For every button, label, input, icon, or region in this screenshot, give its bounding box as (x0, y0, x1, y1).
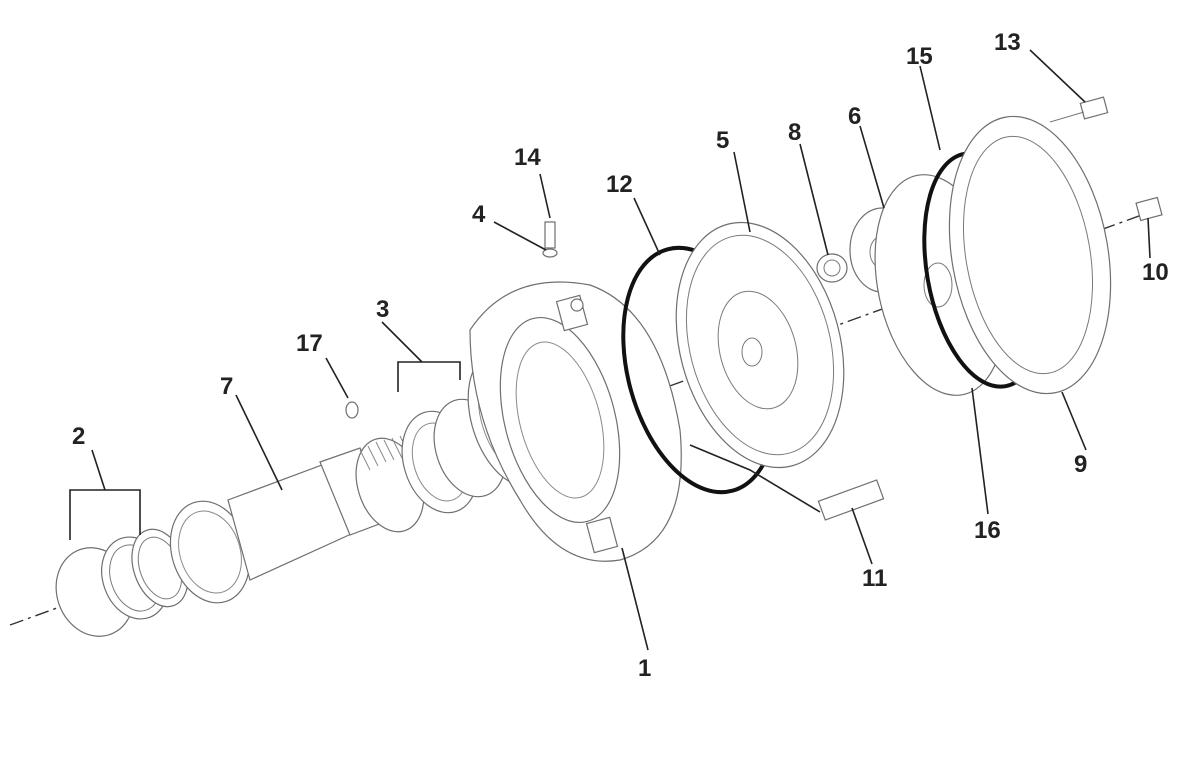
callout-9: 9 (1074, 451, 1087, 478)
callout-labels: 1 2 3 4 5 6 7 8 9 10 11 12 13 14 15 16 1… (72, 29, 1169, 682)
callout-4: 4 (472, 201, 486, 228)
callout-3: 3 (376, 296, 389, 323)
fitting-14 (542, 221, 558, 258)
callout-15: 15 (906, 43, 933, 70)
callout-12: 12 (606, 171, 633, 198)
plug-10 (1135, 196, 1163, 222)
bolt-13 (1049, 96, 1109, 123)
callout-16: 16 (974, 517, 1001, 544)
o-ring-17 (345, 401, 359, 419)
leader-lines (69, 49, 1151, 651)
callout-11: 11 (862, 565, 887, 592)
cover-plate (675, 221, 845, 469)
bolt-flange (948, 115, 1112, 395)
callout-1: 1 (638, 655, 651, 682)
thrust-washer (816, 253, 848, 283)
callout-8: 8 (788, 119, 801, 146)
callout-13: 13 (994, 29, 1021, 56)
callout-14: 14 (514, 144, 541, 171)
callout-2: 2 (72, 423, 85, 450)
callout-7: 7 (220, 373, 233, 400)
retaining-rings (55, 528, 189, 637)
splined-shaft (169, 398, 507, 604)
callout-5: 5 (716, 127, 729, 154)
callout-6: 6 (848, 103, 861, 130)
bolt-11 (817, 479, 885, 521)
callout-10: 10 (1142, 259, 1169, 286)
callout-17: 17 (296, 330, 323, 357)
planetary-housing (469, 281, 682, 562)
